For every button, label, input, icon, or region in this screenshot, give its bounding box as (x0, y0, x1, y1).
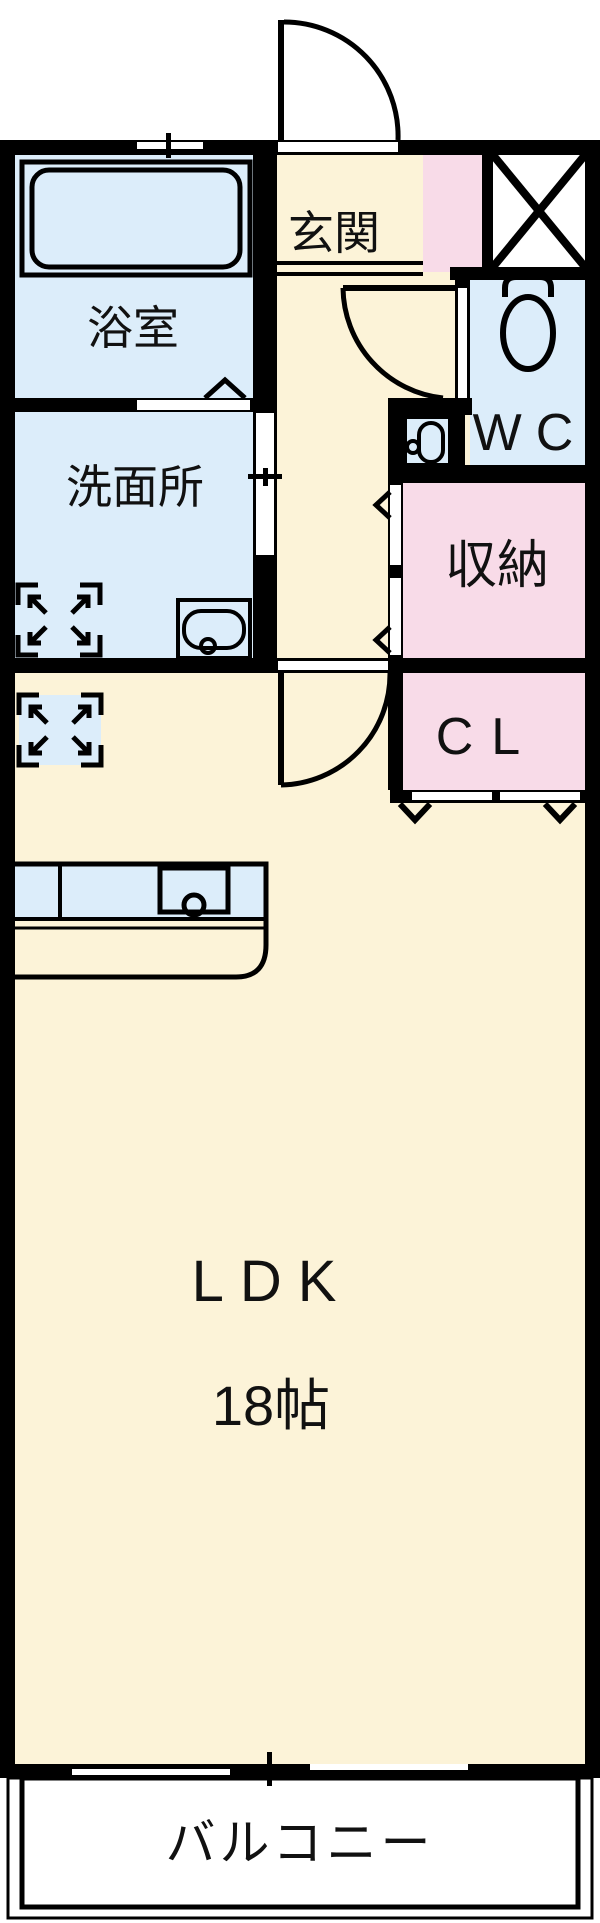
entrance-door-panel (278, 20, 284, 142)
shaft-x-icon (489, 152, 589, 270)
label-balcony: バルコニー (166, 1815, 435, 1871)
label-ldk-size: 18帖 (212, 1374, 330, 1437)
bathroom-window-tick (166, 133, 171, 158)
closet-door-chevron-left (397, 801, 433, 825)
storage-door-panel-upper (390, 485, 401, 565)
bathroom-folding-door-chevron (203, 376, 247, 400)
walls (0, 140, 600, 1778)
balcony (6, 1775, 594, 1920)
balcony-window-pane-right (310, 1764, 468, 1770)
openings (72, 133, 580, 1786)
kitchen-counter (15, 861, 269, 980)
label-wc: WC (473, 404, 588, 462)
room-labels: 玄関 浴室 洗面所 WC 収納 CL LDK 18帖 バルコニー (66, 207, 588, 1871)
wall-niche-right (450, 415, 465, 467)
room-closet-floor (403, 673, 585, 790)
entrance-door-arc (283, 19, 401, 141)
wall-shaft-left (482, 152, 493, 268)
door-swings (203, 19, 578, 825)
hand-basin-icon (403, 415, 452, 467)
storage-door-panel-lower (390, 578, 401, 655)
entrance-threshold (278, 142, 398, 152)
room-storage-floor (403, 483, 585, 658)
label-closet: CL (436, 708, 538, 766)
genkan-step-lines (277, 261, 423, 276)
wall-hall-bathroom (253, 140, 277, 673)
ldk-door-panel (278, 673, 284, 785)
closet-door-panel-right (500, 792, 580, 800)
genkan-shoe-cabinet (423, 155, 482, 272)
wc-door-panel (343, 285, 455, 291)
wc-door-opening (458, 288, 467, 398)
wall-wc-storage (388, 465, 600, 483)
wall-right (585, 140, 600, 1778)
room-floors (13, 155, 585, 1764)
room-wc-floor (470, 280, 585, 465)
refrigerator-icon (16, 692, 104, 768)
toilet-icon (500, 274, 556, 372)
label-bathroom: 浴室 (87, 302, 179, 354)
label-washroom: 洗面所 (66, 461, 204, 513)
fixtures (6, 159, 594, 1920)
kitchen-sink-icon (157, 865, 231, 918)
label-ldk: LDK (192, 1249, 353, 1314)
wall-niche-top (388, 398, 472, 415)
wall-genkan-wc (450, 267, 600, 280)
closet-door-panel-left (412, 792, 492, 800)
wall-left (0, 140, 15, 1778)
washroom-sliding-door-tick-v (263, 468, 268, 486)
label-genkan: 玄関 (288, 207, 380, 259)
storage-door-chevron-lower (372, 625, 392, 655)
vanity-sink-icon (176, 598, 252, 660)
storage-door-chevron-upper (372, 490, 392, 520)
closet-door-chevron-right (542, 801, 578, 825)
bathroom-door-opening (137, 400, 250, 410)
balcony-window-pane-left (72, 1769, 230, 1775)
ldk-door-threshold (278, 661, 388, 670)
room-washroom-floor (13, 412, 253, 658)
label-storage: 収納 (445, 537, 549, 595)
washing-machine-icon (15, 582, 103, 658)
ldk-door-arc (280, 672, 393, 788)
wc-door-arc (340, 287, 444, 401)
balcony-window-tick (267, 1752, 272, 1786)
bathtub-icon (19, 159, 253, 278)
